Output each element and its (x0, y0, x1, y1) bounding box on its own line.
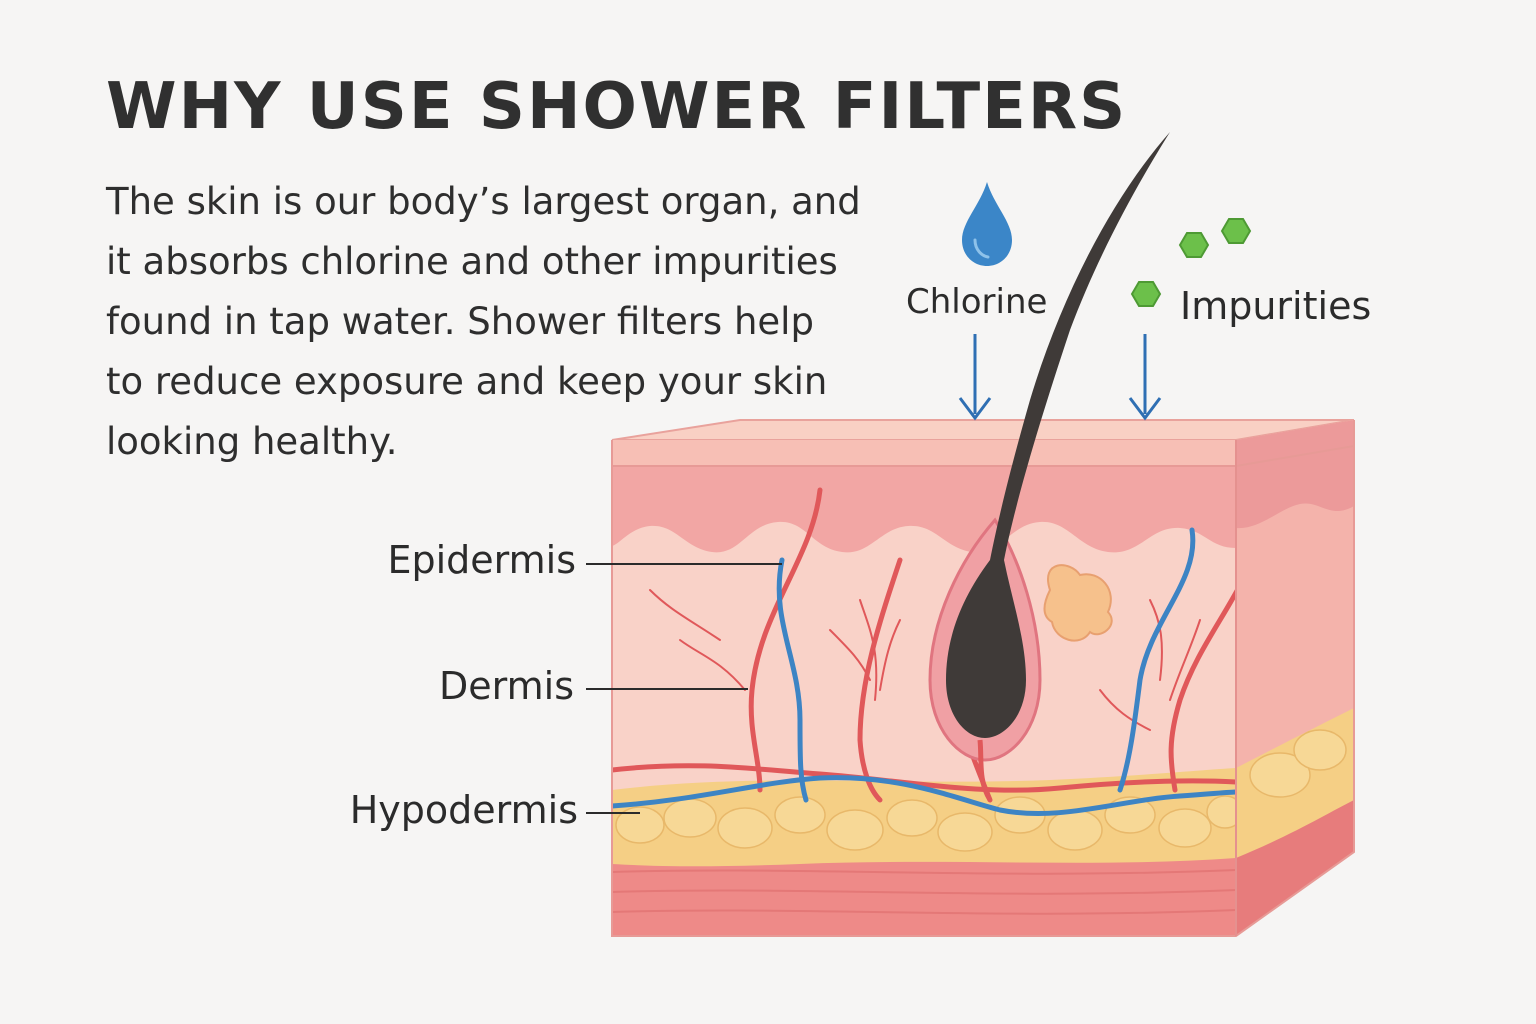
epidermis-layer (612, 440, 1236, 553)
hexagon-icon (1220, 218, 1252, 244)
skin-side-face (1236, 420, 1354, 936)
hair-shaft (946, 132, 1170, 738)
intro-line-1: The skin is our body’s largest organ, an… (106, 180, 861, 223)
sebaceous-gland (1043, 564, 1113, 642)
epidermis-label: Epidermis (387, 538, 576, 582)
skin-front-face (612, 440, 1236, 936)
down-arrow-icon (1128, 334, 1162, 421)
intro-line-2: it absorbs chlorine and other impurities (106, 240, 838, 283)
epidermis-leader-line (586, 563, 782, 565)
hypodermis-label: Hypodermis (349, 788, 578, 832)
down-arrow-icon (958, 334, 992, 421)
intro-line-4: to reduce exposure and keep your skin (106, 360, 828, 403)
dermis-label: Dermis (439, 664, 574, 708)
hypodermis-leader-line (586, 812, 640, 814)
intro-line-3: found in tap water. Shower filters help (106, 300, 814, 343)
chlorine-label: Chlorine (906, 282, 1048, 322)
dermis-leader-line (586, 688, 748, 690)
hexagon-icon (1178, 232, 1210, 258)
intro-line-5: looking healthy. (106, 420, 398, 463)
intro-paragraph: The skin is our body’s largest organ, an… (106, 172, 926, 472)
impurities-label: Impurities (1180, 284, 1372, 328)
hexagon-icon (1130, 281, 1162, 307)
skin-top-surface (611, 419, 1355, 441)
page-title: WHY USE SHOWER FILTERS (106, 70, 1128, 144)
water-drop-icon (962, 182, 1012, 266)
